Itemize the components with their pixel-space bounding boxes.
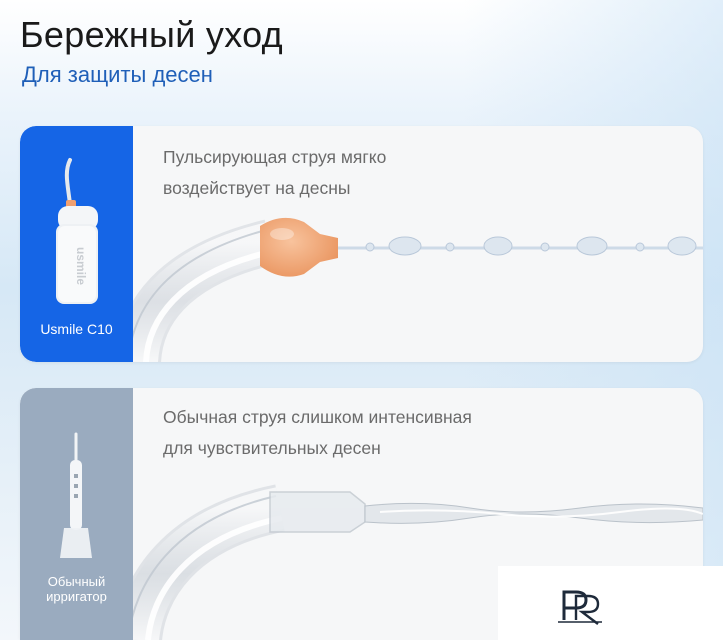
usmile-caption: Пульсирующая струя мягко воздействует на… (163, 142, 386, 204)
device-brand-text: usmile (74, 247, 88, 285)
label-line: ирригатор (46, 589, 107, 604)
caption-line: для чувствительных десен (163, 438, 381, 458)
ordinary-caption: Обычная струя слишком интенсивная для чу… (163, 402, 472, 464)
logo-box (498, 566, 723, 640)
caption-line: Обычная струя слишком интенсивная (163, 407, 472, 427)
usmile-side-panel: usmile Usmile C10 (20, 126, 133, 362)
page-title: Бережный уход (20, 14, 283, 55)
orange-nozzle-tip (260, 217, 338, 277)
strong-jet-illustration (114, 484, 703, 640)
ordinary-irrigator-icon (60, 432, 92, 558)
page-subtitle: Для защиты десен (22, 62, 213, 87)
ordinary-product-label: Обычный ирригатор (20, 574, 133, 604)
ordinary-side-panel: Обычный ирригатор (20, 388, 133, 640)
usmile-irrigator-icon: usmile (56, 158, 98, 304)
usmile-product-label: Usmile C10 (40, 321, 113, 337)
pulse-jet-illustration (115, 217, 703, 362)
caption-line: воздействует на десны (163, 178, 351, 198)
continuous-water-jet (364, 502, 703, 524)
label-line: Обычный (47, 574, 106, 589)
brand-logo-icon (558, 590, 602, 625)
pulse-water-jet (338, 236, 703, 256)
comparison-card-usmile: usmile Usmile C10 Пульсирующая струя мяг… (20, 126, 703, 362)
caption-line: Пульсирующая струя мягко (163, 147, 387, 167)
